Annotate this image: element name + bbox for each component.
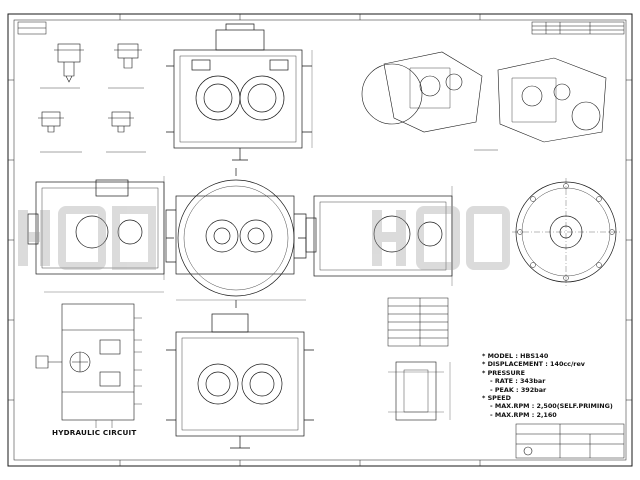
pump-left-side-view [27,176,165,293]
revision-table [531,21,625,35]
spec-model: * MODEL : HBS140 [482,352,549,360]
port-details [38,43,146,153]
pump-right-side-view [305,186,453,286]
spec-pressure-rate: - RATE : 343bar [490,377,546,386]
spec-speed-max: - MAX.RPM : 2,160 [490,410,557,419]
title-block [515,423,625,459]
spec-displacement: * DISPLACEMENT : 140cc/rev [482,360,585,369]
spec-speed-heading: * SPEED [482,394,511,403]
mounting-flange-view [512,178,620,286]
spec-pressure-heading: * PRESSURE [482,368,525,377]
specification-block: * MODEL : HBS140 * DISPLACEMENT : 140cc/… [482,352,613,419]
note-box-top-left [17,21,47,35]
shaft-detail [388,361,451,421]
spec-speed-max-self-priming: - MAX.RPM : 2,500(SELF.PRIMING) [490,402,613,411]
pump-bottom-view [166,313,314,449]
pump-isometric-views [361,51,607,151]
watermark [18,206,510,270]
pump-top-view [166,23,313,161]
sheet-border [7,13,633,467]
spline-data-table [387,297,449,347]
hydraulic-circuit-title: HYDRAULIC CIRCUIT [52,428,137,437]
pump-side-section-view [165,168,307,308]
hydraulic-circuit-schematic [35,303,142,428]
spec-pressure-peak: - PEAK : 392bar [490,385,547,394]
